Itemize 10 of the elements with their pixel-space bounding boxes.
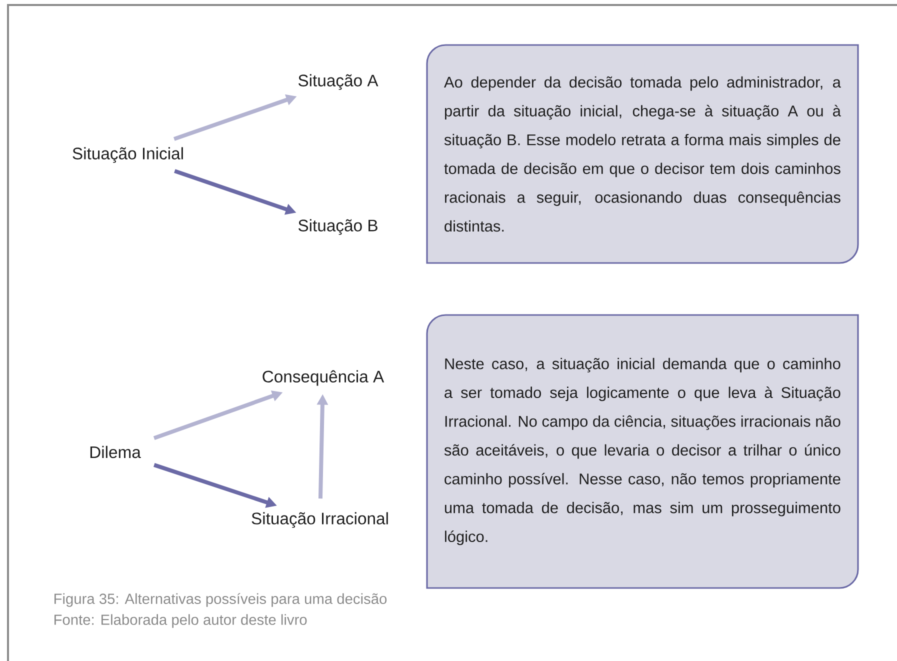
caption: Figura 35: Alternativas possíveis para uma decisão	[54, 593, 387, 607]
node-label: Dilema	[90, 446, 141, 458]
source-note: Fonte: Elaborada pelo autor deste livro	[54, 614, 307, 628]
node-label: Situação A	[298, 74, 378, 90]
text-box: Ao depender da decisão tomada pelo administrador, a partir da situação inicial, chega-se à situação A ou à situação B. Esse modelo retrata a forma mais simples de tomada de decisão em que o decisor tem dois caminhos racionais a seguir, ocasionando duas consequências distintas.	[426, 44, 859, 264]
text-box: Neste caso, a situação inicial demanda que o caminho a ser tomado seja logicamente o que leva à Situação Irracional. No campo da ciência, situações irracionais não são aceitáveis, o que levaria o decisor a trilhar o único caminho possível. Nesse caso, não temos propriamente uma tomada de decisão, mas sim um prosseguimento lógico.	[426, 314, 859, 589]
node-label: Situação Inicial	[72, 147, 183, 163]
node-label: Situação B	[298, 219, 378, 235]
node-label: Consequência A	[262, 370, 384, 386]
node-label: Situação Irracional	[252, 512, 388, 528]
